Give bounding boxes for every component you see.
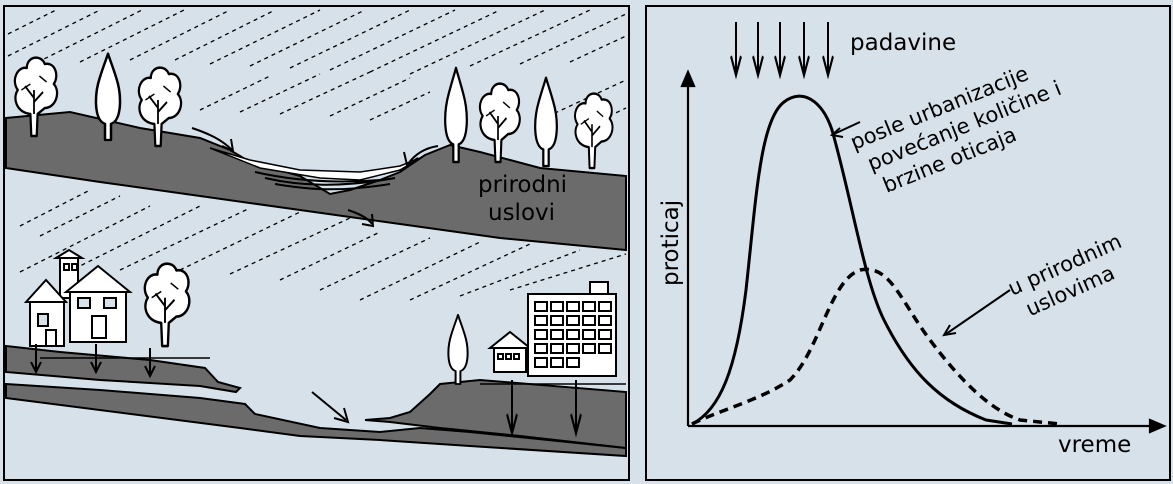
building-icon [527,281,617,377]
precip-label: padavine [850,30,956,56]
rain-icon [7,9,627,131]
right-panel [645,5,1171,481]
label-natural-1: prirodni [478,172,567,198]
arrow-icon [311,391,350,424]
house-icon [23,248,133,347]
house-icon [487,330,533,373]
water-icon [254,171,396,191]
arrow-icon [191,127,439,228]
arrow-icon [829,121,1011,337]
natural-curve [691,267,1061,426]
axes [680,69,1167,434]
y-axis-label: proticaj [658,200,684,286]
rain-icon [19,189,627,301]
urbanized-curve [691,94,1013,426]
label-natural-2: uslovi [488,200,555,226]
urban-ground-right [364,378,627,450]
x-axis-label: vreme [1058,432,1131,458]
